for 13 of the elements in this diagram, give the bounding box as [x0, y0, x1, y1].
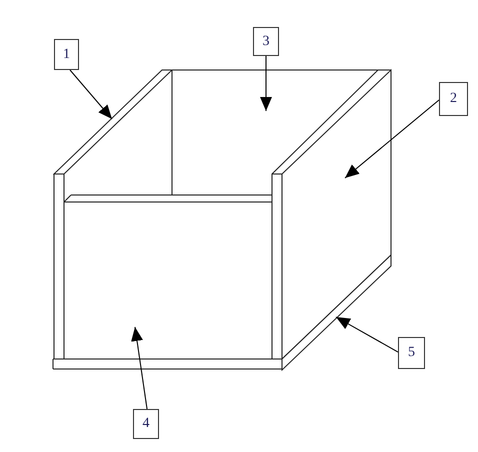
callout-number: 2: [439, 82, 468, 116]
callout-number: 5: [398, 337, 425, 369]
callout-number: 1: [54, 39, 79, 70]
leader-arrow: [344, 100, 440, 178]
leader-arrow: [70, 70, 112, 120]
leader-arrow: [336, 316, 398, 353]
panel-edge-strip: [282, 254, 392, 372]
leader-arrow: [260, 56, 272, 112]
callout-number: 3: [253, 27, 279, 56]
leader-arrow: [131, 326, 148, 410]
front-panel: [64, 202, 272, 360]
panel-edge-strip: [52, 70, 174, 174]
callout-number: 4: [133, 409, 159, 439]
